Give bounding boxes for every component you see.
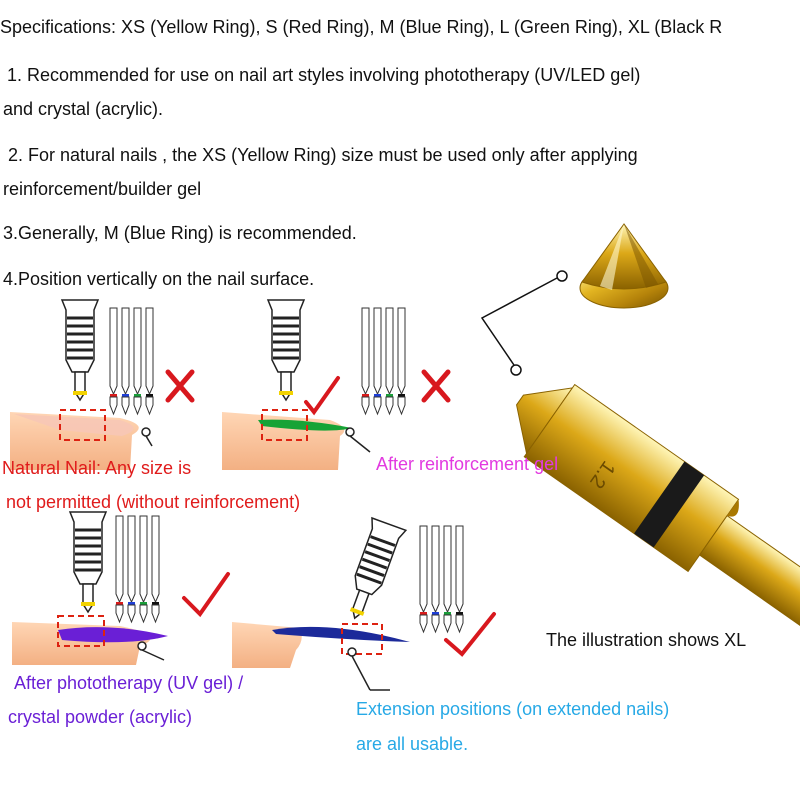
cone-head-icon xyxy=(579,223,669,309)
bit-set-icon xyxy=(115,515,160,623)
bit-set-icon xyxy=(361,307,406,415)
caption-extension-line-1: Extension positions (on extended nails) xyxy=(356,699,670,719)
note-2-line-1: 2. For natural nails , the XS (Yellow Ri… xyxy=(3,145,638,165)
specifications-line: Specifications: XS (Yellow Ring), S (Red… xyxy=(0,17,723,37)
panel-phototherapy xyxy=(12,510,230,665)
note-3: 3.Generally, M (Blue Ring) is recommende… xyxy=(3,223,357,243)
cross-icon xyxy=(421,369,451,403)
focus-box xyxy=(341,623,383,655)
caption-natural-line-2: not permitted (without reinforcement) xyxy=(6,492,301,512)
caption-natural-line-1: Natural Nail: Any size is xyxy=(2,458,192,478)
check-icon xyxy=(182,572,230,618)
note-1-line-1: 1. Recommended for use on nail art style… xyxy=(7,65,641,85)
bit-set-icon xyxy=(419,525,464,633)
panel-natural-nail xyxy=(10,298,195,470)
drill-bit-icon xyxy=(60,298,100,402)
cross-icon xyxy=(165,369,195,403)
bit-set-icon xyxy=(109,307,154,415)
caption-extension-line-2: are all usable. xyxy=(356,734,469,754)
xl-bit-closeup: 1.2 xyxy=(480,223,800,637)
note-4: 4.Position vertically on the nail surfac… xyxy=(3,269,315,289)
caption-phototherapy-line-1: After phototherapy (UV gel) / xyxy=(14,673,244,693)
caption-reinforcement: After reinforcement gel xyxy=(376,454,559,474)
panel-reinforcement xyxy=(222,298,451,470)
drill-bit-icon xyxy=(68,510,108,614)
note-1-line-2: and crystal (acrylic). xyxy=(3,99,164,119)
drill-bit-icon xyxy=(266,298,306,402)
gold-bit-icon: 1.2 xyxy=(516,383,800,637)
note-2-line-2: reinforcement/builder gel xyxy=(3,179,202,199)
panel-extension xyxy=(232,516,496,691)
caption-phototherapy-line-2: crystal powder (acrylic) xyxy=(8,707,193,727)
check-icon xyxy=(444,612,496,657)
focus-box xyxy=(261,409,308,441)
drill-bit-icon xyxy=(336,516,408,626)
focus-box xyxy=(59,409,106,441)
focus-box xyxy=(57,615,105,647)
check-small-icon xyxy=(304,376,340,416)
caption-illustration: The illustration shows XL xyxy=(546,630,747,650)
